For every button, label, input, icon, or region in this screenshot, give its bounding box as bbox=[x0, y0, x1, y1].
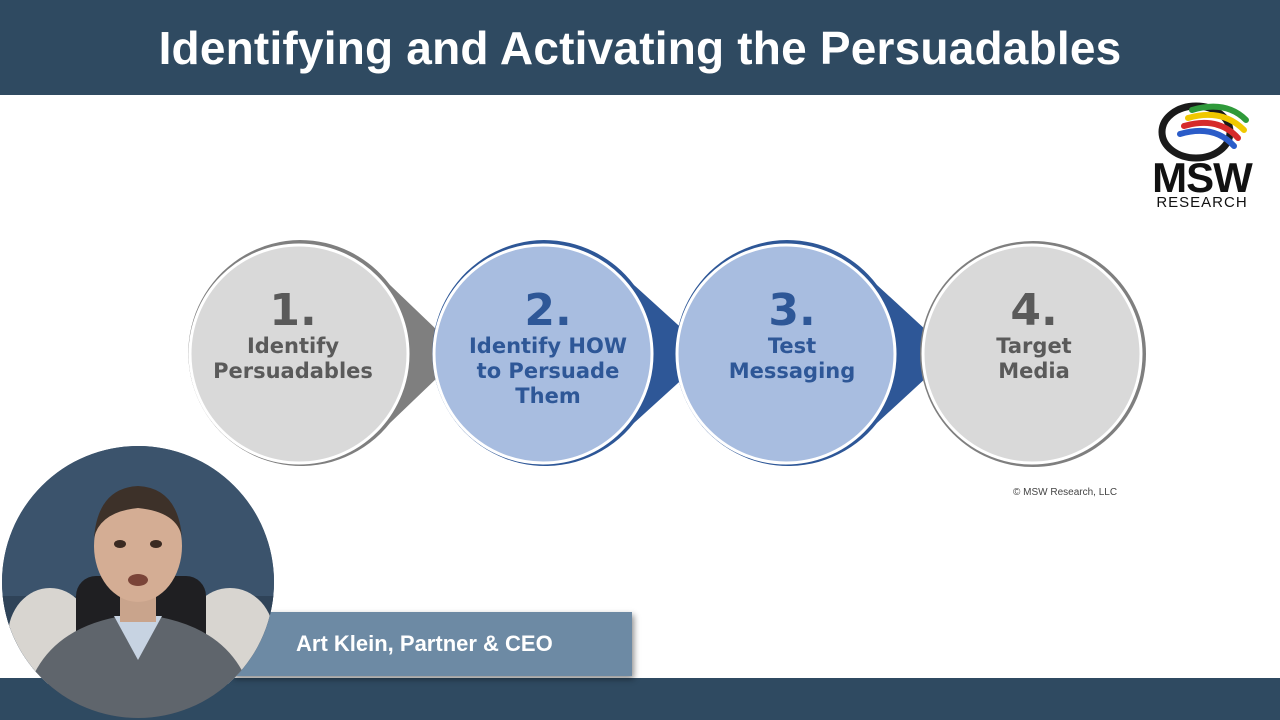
step-2-label: Identify HOW to Persuade Them bbox=[468, 334, 627, 408]
presenter-name: Art Klein, Partner & CEO bbox=[296, 631, 553, 656]
step-4-text: 4. Target Media bbox=[934, 288, 1134, 384]
step-2-shape bbox=[432, 240, 710, 466]
step-1-label: Identify Persuadables bbox=[213, 334, 373, 383]
slide-title: Identifying and Activating the Persuadab… bbox=[158, 21, 1122, 74]
step-3-shape bbox=[675, 240, 952, 466]
step-4-shape bbox=[920, 241, 1146, 467]
step-3-label: Test Messaging bbox=[728, 334, 856, 383]
step-3-text: 3. Test Messaging bbox=[692, 288, 892, 384]
step-4-label: Target Media bbox=[996, 334, 1072, 383]
logo-swoosh-icon bbox=[1158, 102, 1249, 162]
step-2-number: 2. bbox=[524, 285, 572, 336]
logo-subtitle: RESEARCH bbox=[1156, 194, 1248, 211]
step-3-number: 3. bbox=[768, 285, 816, 336]
step-1-number: 1. bbox=[269, 285, 317, 336]
presenter-avatar-icon bbox=[2, 446, 274, 718]
step-1-text: 1. Identify Persuadables bbox=[193, 288, 393, 384]
step-2-text: 2. Identify HOW to Persuade Them bbox=[448, 288, 648, 409]
logo-name: MSW bbox=[1152, 154, 1253, 201]
copyright-notice: © MSW Research, LLC bbox=[1013, 487, 1118, 498]
title-bar: Identifying and Activating the Persuadab… bbox=[0, 0, 1280, 95]
step-4-number: 4. bbox=[1010, 285, 1058, 336]
msw-research-logo: MSW RESEARCH bbox=[1134, 100, 1270, 212]
presenter-nameplate: Art Klein, Partner & CEO bbox=[232, 612, 632, 676]
step-1-shape bbox=[188, 240, 462, 466]
presenter-video bbox=[2, 446, 274, 718]
